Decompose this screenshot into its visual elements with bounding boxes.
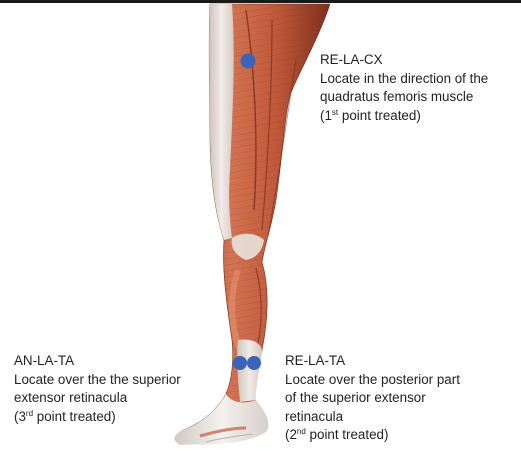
point-description-line: retinacula bbox=[285, 408, 460, 427]
point-an-la-ta bbox=[233, 356, 247, 370]
point-description-line: quadratus femoris muscle bbox=[320, 88, 488, 107]
point-code: AN-LA-TA bbox=[14, 352, 181, 371]
point-re-la-ta bbox=[247, 356, 261, 370]
ankle-tendon bbox=[237, 340, 262, 403]
foot bbox=[174, 394, 268, 445]
label-an-la-ta: AN-LA-TA Locate over the the superior ex… bbox=[14, 352, 181, 426]
point-description-line: of the superior extensor bbox=[285, 389, 460, 408]
label-re-la-ta: RE-LA-TA Locate over the posterior part … bbox=[285, 352, 460, 445]
point-description-line: Locate in the direction of the bbox=[320, 70, 488, 89]
point-description-line: Locate over the posterior part bbox=[285, 371, 460, 390]
point-code: RE-LA-TA bbox=[285, 352, 460, 371]
point-description-line: Locate over the the superior bbox=[14, 371, 181, 390]
point-description-line: extensor retinacula bbox=[14, 389, 181, 408]
treatment-order: (2nd point treated) bbox=[285, 426, 460, 445]
treatment-order: (3rd point treated) bbox=[14, 408, 181, 427]
treatment-order: (1st point treated) bbox=[320, 107, 488, 126]
point-code: RE-LA-CX bbox=[320, 51, 488, 70]
label-re-la-cx: RE-LA-CX Locate in the direction of the … bbox=[320, 51, 488, 125]
point-re-la-cx bbox=[241, 54, 256, 69]
